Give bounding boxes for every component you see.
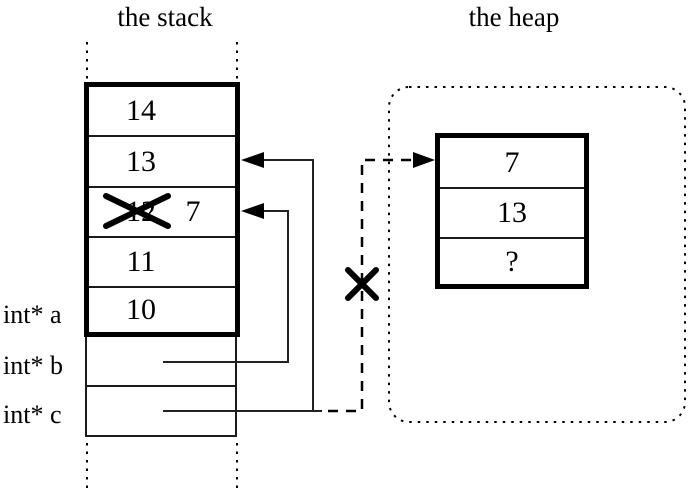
stack-dotted-continuation-top — [86, 42, 238, 81]
pointer-label-c: int* c — [3, 400, 62, 429]
stack-cell-value: 10 — [126, 293, 156, 326]
stack-pointer-cells — [85, 337, 237, 437]
stack-cell-value: 14 — [126, 94, 156, 127]
stack-cell-pointer-c — [87, 387, 235, 435]
stack-cell-value: 11 — [126, 245, 156, 278]
stack-cell-14: 14 — [89, 87, 235, 135]
stack-cell-crossed-12: 12 7 — [89, 186, 235, 236]
pointer-label-b: int* b — [3, 351, 63, 380]
dangling-pointer-arrowhead-icon — [413, 152, 435, 168]
stack-title: the stack — [117, 2, 213, 32]
heap-title: the heap — [468, 2, 560, 32]
heap-cell-unknown: ? — [440, 237, 584, 284]
pointer-b-arrowhead-icon — [241, 203, 264, 219]
stack-dotted-continuation-bottom — [86, 443, 238, 488]
dangling-pointer-cross-out-icon — [345, 267, 379, 301]
heap-block-box: 7 13 ? — [435, 133, 589, 289]
stack-cell-10: 10 — [89, 286, 235, 332]
stack-cell-value: 13 — [126, 144, 156, 178]
stack-cell-new-value: 7 — [185, 195, 201, 228]
pointer-label-a: int* a — [3, 300, 62, 329]
stack-cell-13: 13 — [89, 135, 235, 186]
stack-cell-11: 11 — [89, 236, 235, 286]
stack-frame-box: 14 13 12 7 11 10 — [84, 82, 240, 337]
heap-cell-13: 13 — [440, 187, 584, 237]
stack-cell-pointer-b — [87, 337, 235, 387]
heap-cell-7: 7 — [504, 145, 520, 179]
pointer-c-arrowhead-icon — [241, 152, 264, 168]
dangling-pointer-dashed-line — [328, 158, 413, 413]
